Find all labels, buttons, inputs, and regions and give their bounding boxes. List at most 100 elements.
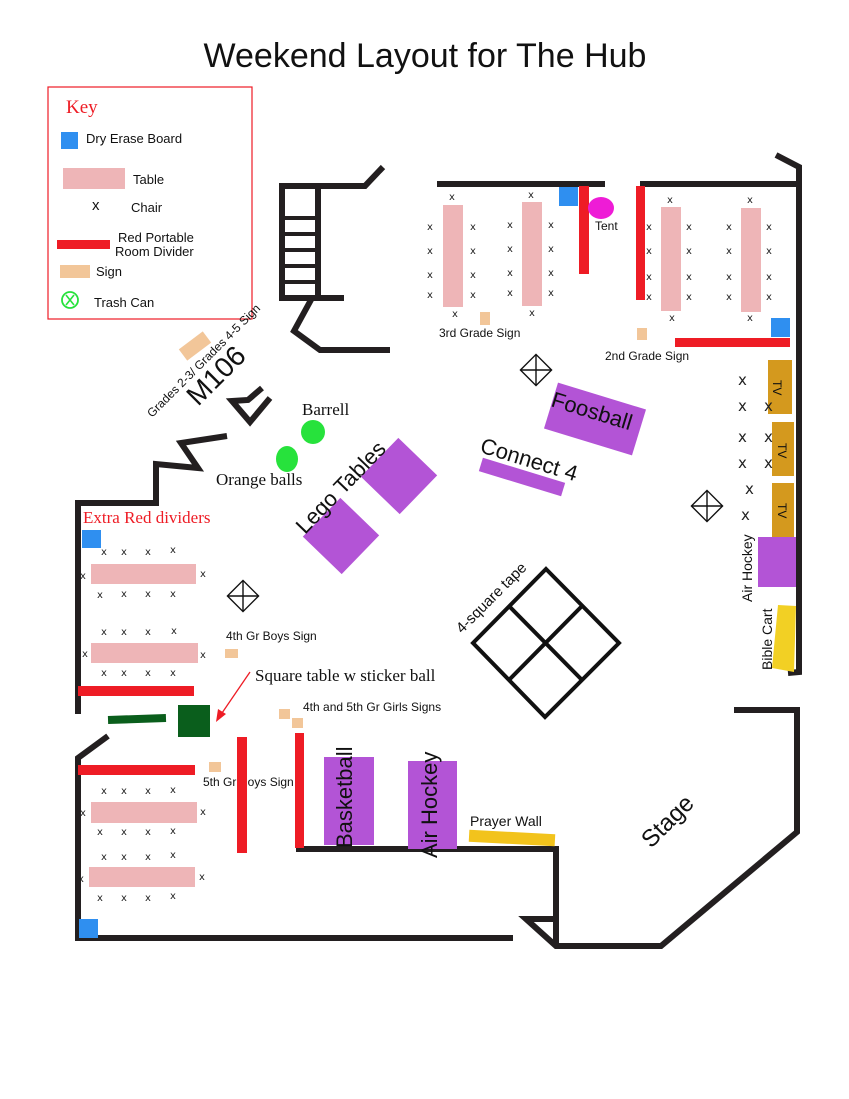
svg-text:x: x: [452, 309, 458, 320]
middle-left-area: Square table w sticker ball 4th and 5th …: [107, 666, 441, 737]
svg-text:x: x: [726, 292, 732, 303]
fifth-boys-sign: [209, 762, 221, 772]
bottom-games-area: Basketball Air Hockey Prayer Wall Stage: [324, 746, 700, 858]
key-legend: Key Dry Erase Board Table x Chair Red Po…: [47, 86, 253, 320]
trash-can-x-box: [690, 489, 724, 523]
air-hockey-side-label: Air Hockey: [739, 534, 755, 602]
lego-table: [302, 497, 380, 575]
table: [89, 867, 195, 887]
svg-text:x: x: [686, 272, 692, 283]
svg-text:x: x: [427, 290, 433, 301]
key-divider-label-1: Red Portable: [118, 230, 194, 245]
svg-text:x: x: [427, 270, 433, 281]
stage-label: Stage: [636, 790, 699, 853]
tv-label: TV: [770, 380, 784, 395]
svg-text:x: x: [199, 872, 205, 883]
key-sign-label: Sign: [96, 264, 122, 279]
svg-text:x: x: [145, 893, 151, 904]
basketball-label: Basketball: [332, 746, 357, 848]
tv: [772, 483, 794, 538]
svg-text:x: x: [528, 190, 534, 201]
divider: [295, 733, 304, 848]
tv-label: TV: [775, 443, 789, 458]
svg-text:x: x: [470, 290, 476, 301]
svg-text:x: x: [764, 397, 773, 415]
tent-label: Tent: [595, 219, 618, 233]
walls: [75, 152, 802, 949]
svg-text:x: x: [97, 893, 103, 904]
key-dry-erase-board-swatch: [61, 132, 78, 149]
svg-text:x: x: [200, 569, 206, 580]
stair-wall: [279, 164, 386, 301]
svg-text:x: x: [470, 246, 476, 257]
svg-text:x: x: [170, 589, 176, 600]
svg-text:x: x: [548, 268, 554, 279]
svg-text:x: x: [170, 668, 176, 679]
svg-text:x: x: [667, 195, 673, 206]
svg-text:x: x: [121, 893, 127, 904]
air-hockey-table: [408, 761, 457, 849]
svg-text:x: x: [646, 246, 652, 257]
svg-text:x: x: [145, 627, 151, 638]
svg-text:x: x: [97, 827, 103, 838]
svg-text:x: x: [646, 222, 652, 233]
svg-text:x: x: [669, 313, 675, 324]
air-hockey-table-side: [758, 537, 796, 587]
grades-sign: [178, 331, 212, 361]
svg-text:x: x: [121, 827, 127, 838]
svg-text:x: x: [726, 272, 732, 283]
dry-erase-board: [79, 919, 98, 938]
key-table-swatch: [63, 168, 125, 189]
four-square-tape: [470, 566, 622, 720]
svg-text:x: x: [686, 292, 692, 303]
stair-steps: [282, 216, 318, 284]
svg-text:x: x: [82, 649, 88, 660]
key-divider-swatch: [57, 240, 110, 249]
barrell-label: Barrell: [302, 400, 349, 419]
square-table: [178, 705, 210, 737]
bible-cart: [772, 605, 796, 672]
orange-balls-label: Orange balls: [216, 470, 302, 489]
girls-sign: [279, 709, 290, 719]
wall-inner-m106: [290, 296, 390, 353]
barrell: [301, 420, 325, 444]
svg-text:x: x: [738, 397, 747, 415]
svg-text:x: x: [200, 650, 206, 661]
table: [91, 643, 198, 663]
svg-text:x: x: [529, 308, 535, 319]
extra-red-dividers-label: Extra Red dividers: [83, 508, 210, 527]
svg-text:x: x: [145, 786, 151, 797]
svg-text:x: x: [101, 668, 107, 679]
svg-text:x: x: [507, 244, 513, 255]
second-grade-sign-label: 2nd Grade Sign: [605, 349, 689, 363]
svg-text:x: x: [741, 506, 750, 524]
trash-can-x-box: [226, 579, 260, 613]
svg-text:x: x: [101, 627, 107, 638]
green-bench: [107, 713, 167, 725]
orange-balls: [276, 446, 298, 472]
key-table-label: Table: [133, 172, 164, 187]
air-hockey-label: Air Hockey: [417, 752, 442, 858]
svg-text:x: x: [766, 222, 772, 233]
square-table-arrow: [221, 671, 251, 714]
svg-text:x: x: [427, 222, 433, 233]
svg-text:x: x: [170, 850, 176, 861]
svg-text:x: x: [766, 246, 772, 257]
svg-text:x: x: [470, 222, 476, 233]
svg-text:x: x: [507, 268, 513, 279]
dry-erase-board: [559, 187, 578, 206]
svg-text:x: x: [101, 786, 107, 797]
svg-text:x: x: [121, 668, 127, 679]
svg-text:x: x: [121, 852, 127, 863]
bible-cart-label: Bible Cart: [759, 608, 775, 670]
basketball-game: [324, 757, 374, 845]
svg-text:x: x: [470, 270, 476, 281]
svg-text:x: x: [121, 786, 127, 797]
svg-text:x: x: [145, 547, 151, 558]
tv-label: TV: [775, 503, 789, 518]
svg-text:x: x: [170, 826, 176, 837]
svg-text:x: x: [726, 222, 732, 233]
third-grade-sign: [480, 312, 490, 325]
